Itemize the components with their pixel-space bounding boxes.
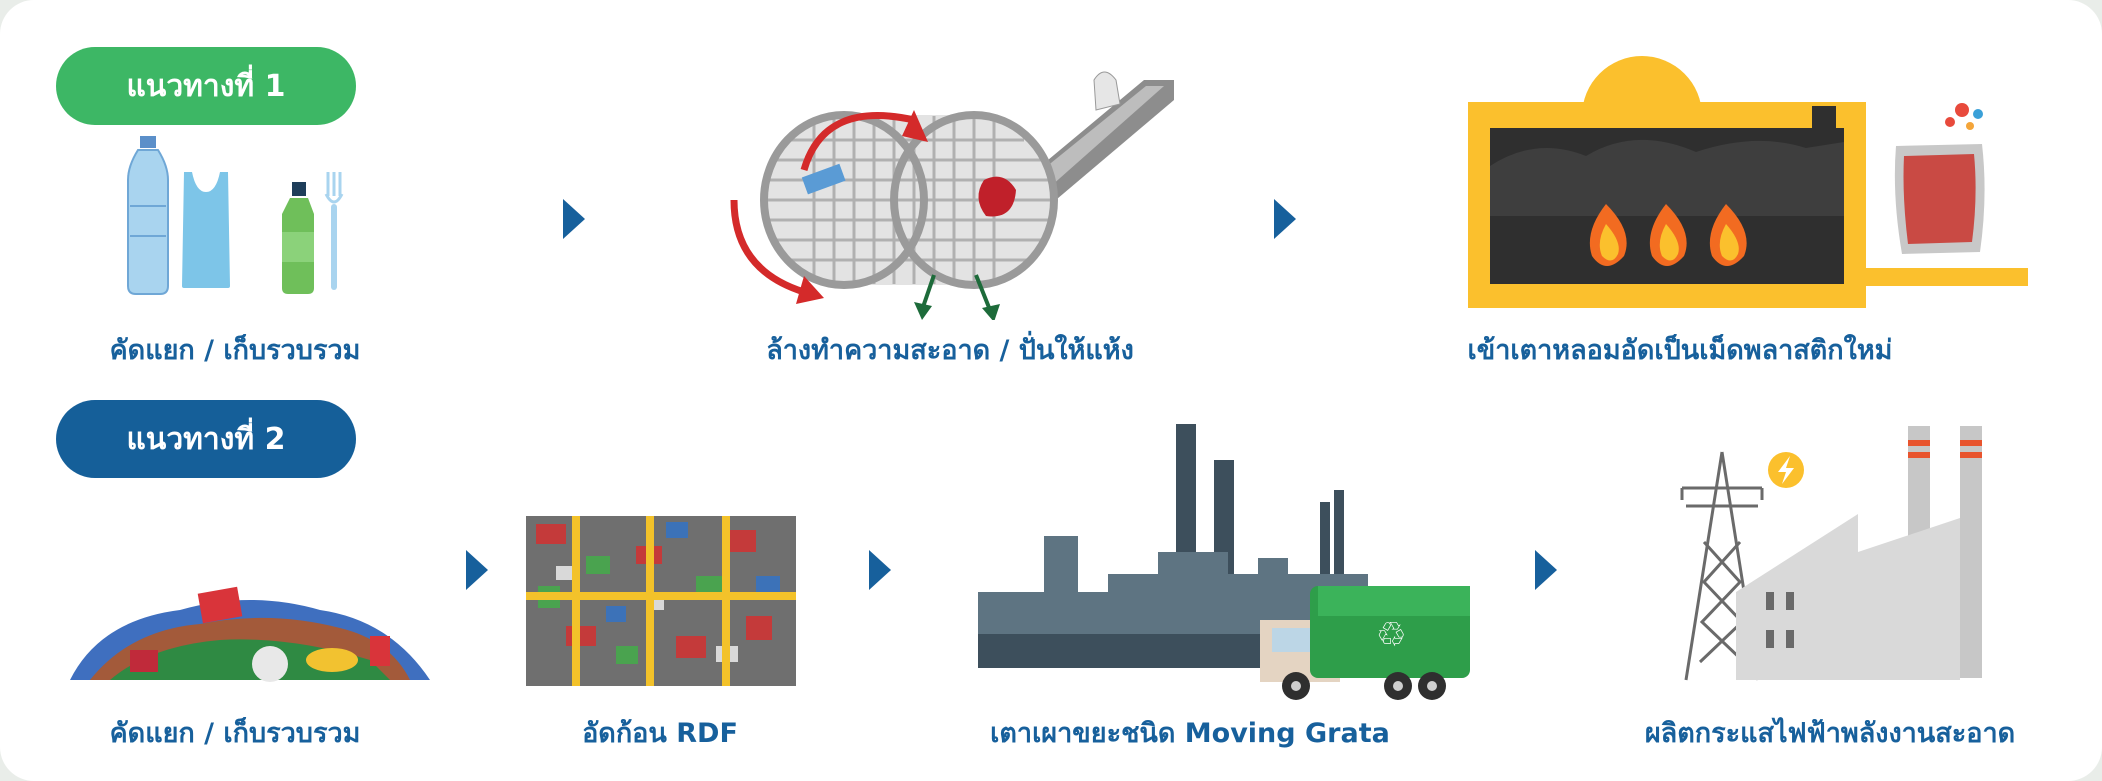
step-caption: อัดก้อน RDF — [582, 718, 738, 749]
moving-grate-incinerator-illustration: ♲ — [978, 424, 1470, 700]
approach-1-label: แนวทางที่ 1 — [56, 47, 356, 125]
melting-furnace-illustration — [1468, 56, 2028, 308]
step-caption: คัดแยก / เก็บรวบรวม — [109, 335, 361, 366]
plastic-items-illustration — [127, 136, 344, 295]
power-plant-illustration — [1680, 426, 1982, 681]
flow-arrow — [563, 199, 585, 239]
step-caption: คัดแยก / เก็บรวบรวม — [109, 718, 361, 749]
approach-2-label: แนวทางที่ 2 — [56, 400, 356, 478]
flow-arrow — [1274, 199, 1296, 239]
step-caption: ผลิตกระแสไฟฟ้าพลังงานสะอาด — [1644, 718, 2016, 749]
waste-pile-illustration — [70, 586, 430, 682]
step-caption: ล้างทำความสะอาด / ปั่นให้แห้ง — [766, 335, 1134, 366]
flow-arrow — [869, 550, 891, 590]
washing-drum-illustration — [730, 71, 1174, 320]
flow-arrow — [466, 550, 488, 590]
flow-arrow — [1535, 550, 1557, 590]
step-caption: เข้าเตาหลอมอัดเป็นเม็ดพลาสติกใหม่ — [1467, 335, 1893, 366]
rdf-bale-illustration — [526, 516, 796, 686]
recycle-icon: ♲ — [1376, 615, 1406, 655]
step-caption: เตาเผาขยะชนิด Moving Grata — [990, 718, 1390, 749]
